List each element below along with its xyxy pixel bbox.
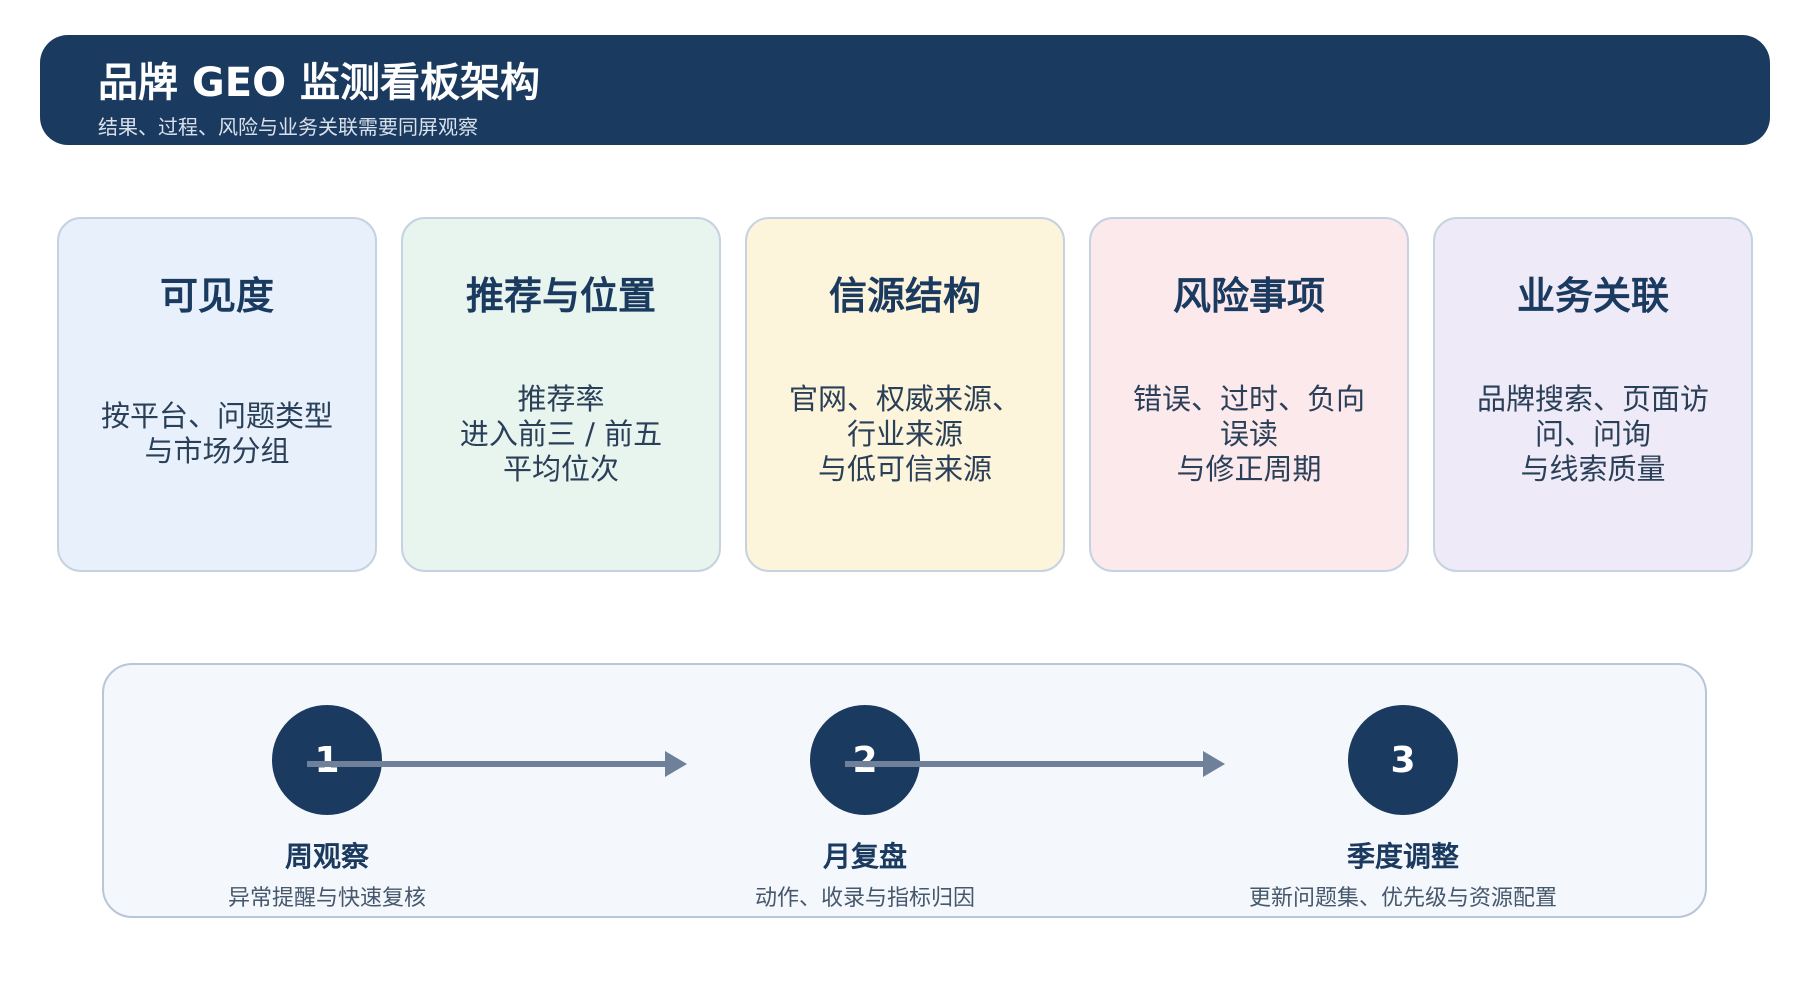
card-description: 推荐率 进入前三 / 前五 平均位次 bbox=[459, 381, 663, 486]
step-description: 异常提醒与快速复核 bbox=[227, 886, 426, 911]
page-title: 品牌 GEO 监测看板架构 bbox=[98, 60, 541, 106]
card-recommendation-position: 推荐与位置 推荐率 进入前三 / 前五 平均位次 bbox=[401, 217, 721, 572]
card-source-structure: 信源结构 官网、权威来源、 行业来源 与低可信来源 bbox=[745, 217, 1065, 572]
cadence-step-weekly: 1 周观察 异常提醒与快速复核 bbox=[127, 665, 527, 920]
card-title: 推荐与位置 bbox=[465, 274, 656, 318]
card-title: 信源结构 bbox=[828, 274, 981, 318]
card-title: 业务关联 bbox=[1516, 274, 1669, 318]
step-number-badge: 3 bbox=[1348, 705, 1458, 815]
review-cadence-panel: 1 周观察 异常提醒与快速复核 2 月复盘 动作、收录与指标归因 3 季度调整 … bbox=[102, 663, 1707, 918]
arrow-right-icon bbox=[307, 751, 687, 777]
card-visibility: 可见度 按平台、问题类型 与市场分组 bbox=[57, 217, 377, 572]
card-risk-items: 风险事项 错误、过时、负向 误读 与修正周期 bbox=[1089, 217, 1409, 572]
card-description: 错误、过时、负向 误读 与修正周期 bbox=[1132, 381, 1365, 486]
card-description: 品牌搜索、页面访 问、问询 与线索质量 bbox=[1476, 381, 1709, 486]
card-description: 按平台、问题类型 与市场分组 bbox=[100, 399, 333, 468]
step-number-badge: 2 bbox=[810, 705, 920, 815]
page-subtitle: 结果、过程、风险与业务关联需要同屏观察 bbox=[98, 115, 478, 139]
step-title: 月复盘 bbox=[822, 840, 907, 873]
cadence-step-monthly: 2 月复盘 动作、收录与指标归因 bbox=[665, 665, 1065, 920]
cadence-step-quarterly: 3 季度调整 更新问题集、优先级与资源配置 bbox=[1203, 665, 1603, 920]
card-title: 可见度 bbox=[159, 274, 274, 318]
step-description: 更新问题集、优先级与资源配置 bbox=[1248, 886, 1557, 911]
arrow-right-icon bbox=[845, 751, 1225, 777]
card-business-linkage: 业务关联 品牌搜索、页面访 问、问询 与线索质量 bbox=[1433, 217, 1753, 572]
step-title: 周观察 bbox=[284, 840, 369, 873]
step-description: 动作、收录与指标归因 bbox=[754, 886, 975, 911]
card-title: 风险事项 bbox=[1172, 274, 1325, 318]
metric-cards: 可见度 按平台、问题类型 与市场分组 推荐与位置 推荐率 进入前三 / 前五 平… bbox=[57, 217, 1753, 572]
step-number-badge: 1 bbox=[272, 705, 382, 815]
header-banner: 品牌 GEO 监测看板架构 结果、过程、风险与业务关联需要同屏观察 bbox=[40, 35, 1770, 145]
card-description: 官网、权威来源、 行业来源 与低可信来源 bbox=[788, 381, 1021, 486]
step-title: 季度调整 bbox=[1346, 840, 1459, 873]
